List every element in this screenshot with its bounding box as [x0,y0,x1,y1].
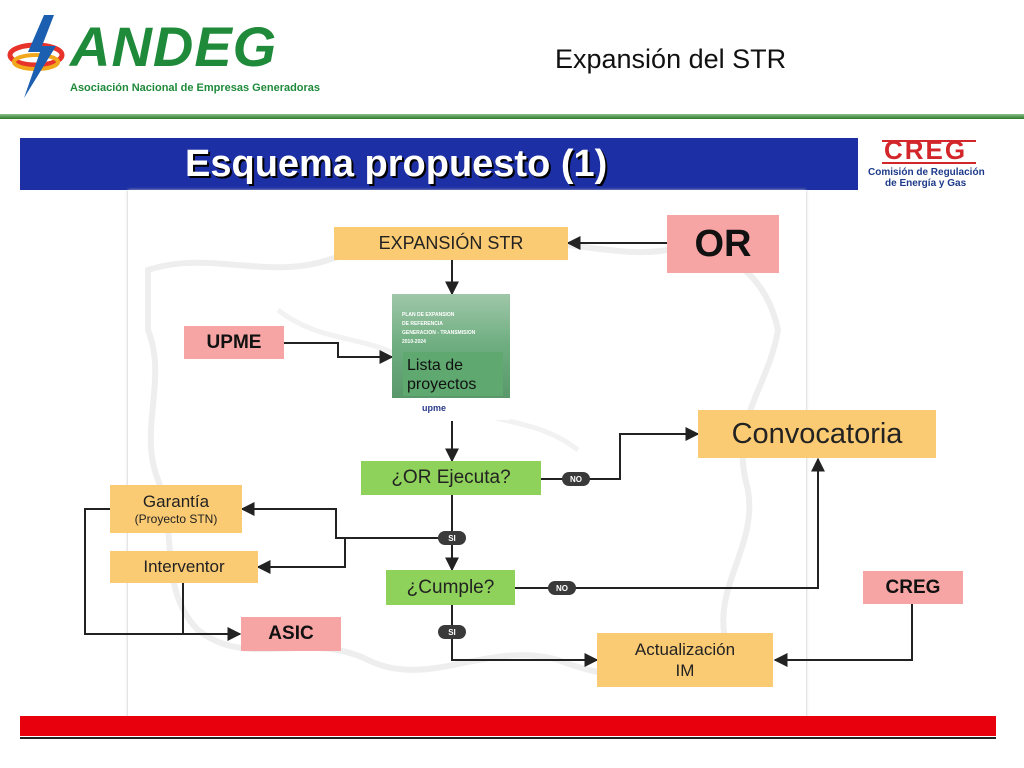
brand-name: ANDEG [70,15,278,78]
node-garantia: Garantía (Proyecto STN) [110,485,242,533]
andeg-lightning-logo-icon [7,15,65,98]
decision-si-pill-1: SI [438,531,466,545]
decision-si-pill-2: SI [438,625,466,639]
andeg-logo [6,10,336,105]
node-lista-proyectos: Lista de proyectos [407,357,477,393]
title-banner [20,138,858,190]
node-upme: UPME [184,326,284,359]
plan-cover-line-3: GENERACION - TRANSMISION [402,330,476,336]
decision-no-pill-1: NO [562,472,590,486]
node-convocatoria: Convocatoria [698,410,936,458]
node-or: OR [667,215,779,273]
plan-cover-footer [392,398,510,420]
decision-no-pill-2: NO [548,581,576,595]
footer-rule [20,737,996,739]
banner-title: Esquema propuesto (1) [185,143,608,185]
footer-red-bar [20,716,996,736]
garantia-subtitle: (Proyecto STN) [134,512,218,526]
plan-label-background [403,352,503,396]
node-cumple: ¿Cumple? [386,570,515,605]
header-rule [0,114,1024,119]
creg-logo-word: CREG [884,135,968,165]
node-actualizacion-im: Actualización IM [597,633,773,687]
node-or-ejecuta: ¿OR Ejecuta? [361,461,541,495]
actualizacion-line-1: Actualización [634,640,736,659]
plan-cover-line-4: 2010-2024 [402,339,426,345]
creg-logo-icon [864,134,994,194]
garantia-title: Garantía [142,492,210,511]
brand-subtitle: Asociación Nacional de Empresas Generado… [70,82,321,94]
creg-logo-subtitle-1: Comisión de Regulación [868,167,985,178]
node-expansion-str: EXPANSIÓN STR [334,227,568,260]
plan-cover-line-1: PLAN DE EXPANSION [402,312,455,318]
node-creg: CREG [863,571,963,604]
creg-logo-subtitle-2: de Energía y Gas [885,178,967,189]
plan-cover-line-2: DE REFERENCIA [402,321,443,327]
actualizacion-line-2: IM [675,661,695,680]
slide-title: Expansión del STR [555,44,787,74]
node-asic: ASIC [241,617,341,651]
plan-footer-upme: upme [422,403,447,413]
node-interventor: Interventor [110,551,258,583]
